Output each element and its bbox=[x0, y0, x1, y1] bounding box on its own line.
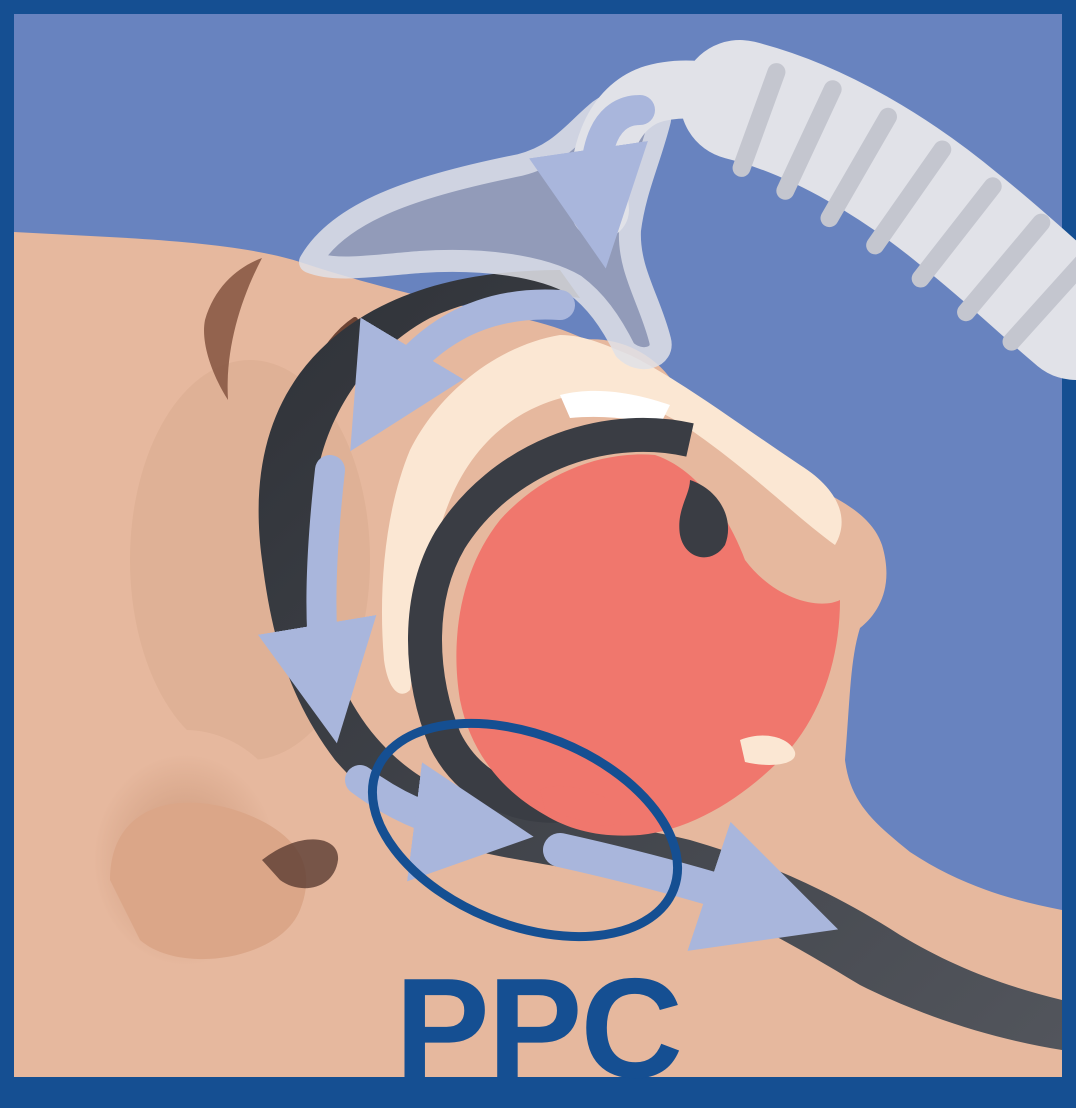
airway-illustration bbox=[0, 0, 1076, 1077]
diagram-stage: PPC bbox=[0, 0, 1076, 1077]
airflow-arrow-pharynx bbox=[321, 470, 330, 690]
caption-label: PPC bbox=[0, 958, 1076, 1100]
